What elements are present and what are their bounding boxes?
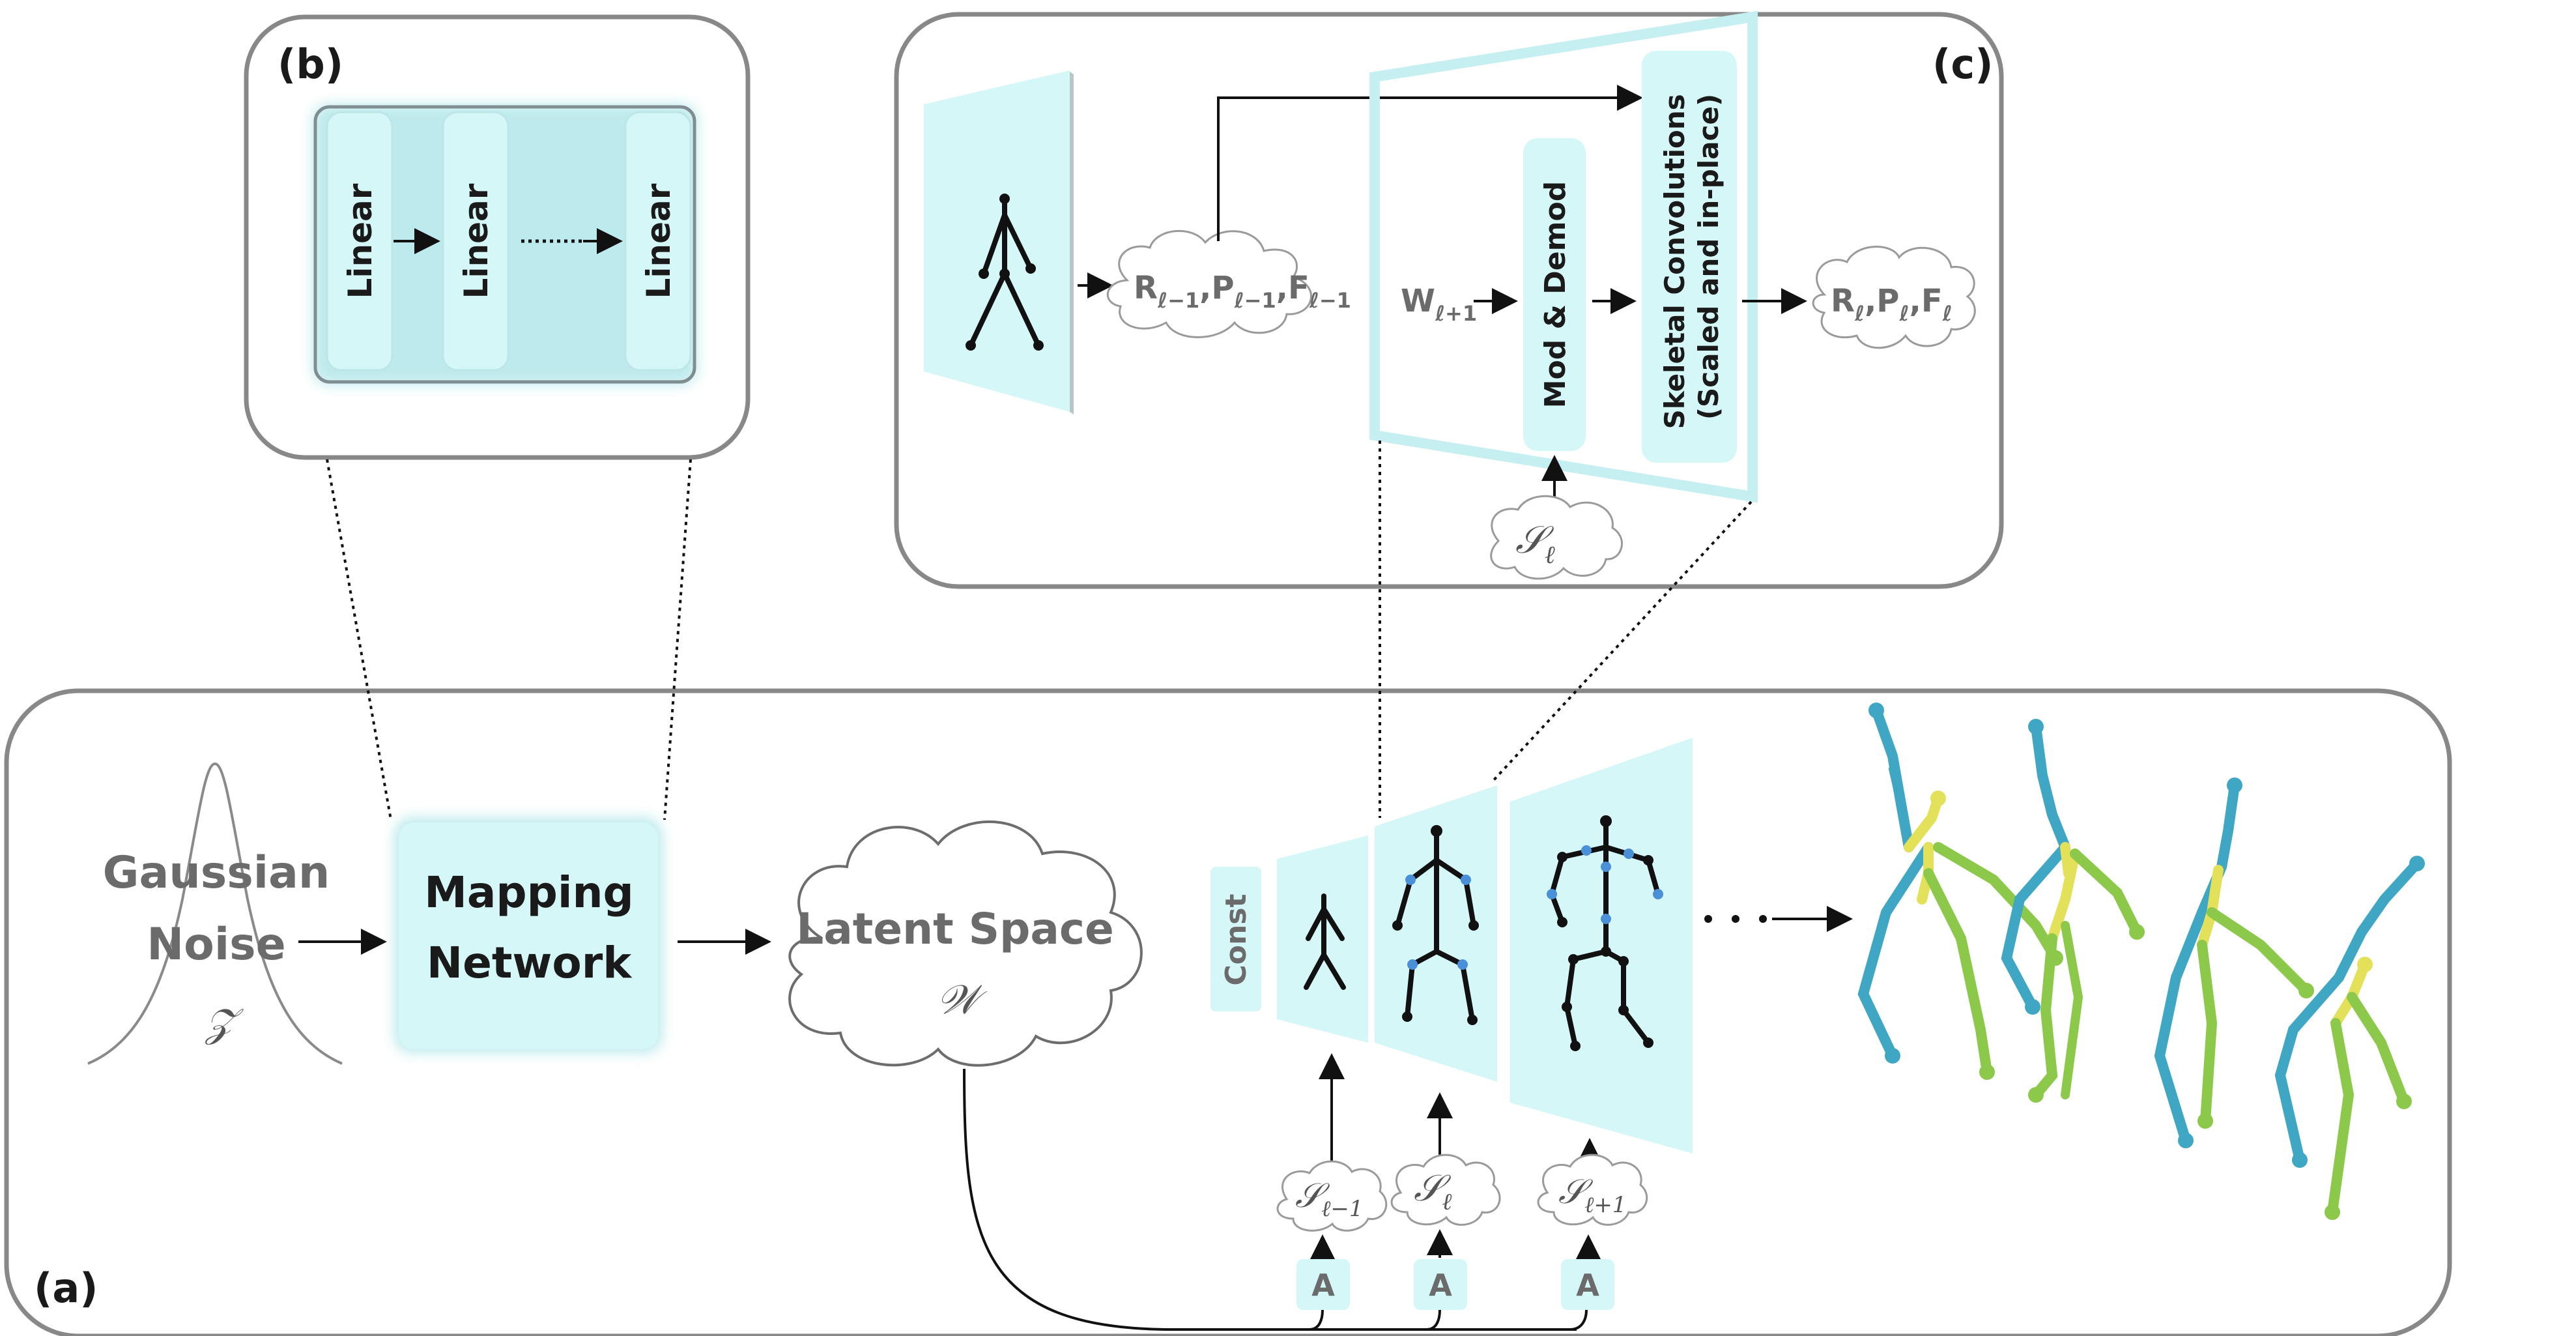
svg-text:Rℓ,Pℓ,Fℓ: Rℓ,Pℓ,Fℓ (1831, 283, 1953, 326)
noise-label-line1: Gaussian (103, 847, 330, 899)
mod-demod-label: Mod & Demod (1539, 181, 1572, 408)
linear-block-3 (624, 111, 692, 371)
svg-text:𝒮ℓ+1: 𝒮ℓ+1 (1558, 1172, 1627, 1218)
skeletal-conv-label: Skeletal Convolutions (Scaled and in-pla… (1659, 85, 1724, 429)
svg-text:Rℓ−1,Pℓ−1,Fℓ−1: Rℓ−1,Pℓ−1,Fℓ−1 (1134, 270, 1351, 313)
panel-c-frame (894, 12, 2004, 589)
layer2-skeleton-icon (1392, 825, 1479, 1025)
panel-a-label: (a) (34, 1264, 98, 1312)
affine-label-3: A (1576, 1268, 1599, 1303)
style-stack-1: 𝒮ℓ−1 A (1276, 1053, 1388, 1310)
output-motion-characters (1857, 703, 2425, 1220)
w-input-label: Wℓ+1 (1401, 283, 1477, 326)
const-block (1210, 867, 1261, 1011)
panel-b-frame (244, 14, 751, 460)
mapping-label-line1: Mapping (424, 867, 634, 918)
noise-label-line2: Noise (147, 919, 286, 970)
panel-a-frame (4, 688, 2452, 1336)
panel-b-label: (b) (278, 40, 343, 88)
const-label: Const (1220, 893, 1253, 985)
affine-block-3 (1561, 1259, 1614, 1310)
panel-c-label: (c) (1932, 40, 1993, 88)
output-features-cloud: Rℓ,Pℓ,Fℓ (1812, 246, 1976, 349)
skip-connection-arrow (1217, 85, 1643, 241)
continuation-dots (1704, 915, 1767, 923)
style-stack-2: 𝒮ℓ A (1390, 1092, 1501, 1310)
connector-branch-3 (1569, 1309, 1588, 1331)
linear-label-3: Linear (640, 183, 678, 298)
affine-block-1 (1296, 1259, 1350, 1310)
linear-label-2: Linear (457, 183, 495, 298)
layer-frame-trapezoid (1369, 10, 1758, 503)
panel-c-layer-detail: Rℓ−1,Pℓ−1,Fℓ−1 Wℓ+1 Mod & Demod Skeletal… (924, 10, 1976, 580)
connector-branch-2 (1426, 1309, 1441, 1331)
style-stack-3: 𝒮ℓ+1 A (1537, 1138, 1648, 1310)
affine-label-2: A (1429, 1268, 1452, 1303)
input-features-cloud: Rℓ−1,Pℓ−1,Fℓ−1 (1106, 229, 1351, 338)
linear-block-1 (326, 111, 394, 371)
linear-block-2 (442, 111, 509, 371)
output-character-4 (2274, 856, 2425, 1220)
connector-branch-1 (1309, 1309, 1324, 1331)
generator-layer-3 (1510, 738, 1693, 1154)
gaussian-curve (87, 762, 343, 1065)
affine-block-2 (1414, 1259, 1467, 1310)
zoom-line-b-right (663, 459, 692, 820)
output-character-2 (2001, 719, 2145, 1103)
affine-label-1: A (1311, 1268, 1335, 1303)
latent-space-cloud: Latent Space 𝒲 (788, 820, 1143, 1067)
input-skeleton-icon (966, 194, 1044, 351)
mapping-label-line2: Network (427, 938, 633, 988)
style-cloud-c: 𝒮ℓ (1490, 495, 1623, 580)
mapping-network-box: Mapping Network (395, 818, 662, 1053)
skeletal-conv-block (1642, 51, 1737, 463)
mod-demod-block (1523, 138, 1586, 451)
svg-text:𝒮ℓ−1: 𝒮ℓ−1 (1295, 1176, 1364, 1222)
noise-symbol: 𝒵 (204, 1000, 244, 1046)
output-character-3 (2154, 777, 2314, 1148)
panel-b-linear-stack: Linear Linear Linear (313, 104, 697, 385)
latent-label: Latent Space (796, 904, 1114, 954)
zoom-line-b-left (326, 459, 392, 820)
layer1-skeleton-icon (1304, 893, 1346, 990)
linear-label-1: Linear (341, 183, 379, 298)
latent-to-affine-connector (963, 1068, 1577, 1331)
layer3-skeleton-icon (1547, 815, 1663, 1051)
zoom-line-c-right (1491, 501, 1753, 783)
